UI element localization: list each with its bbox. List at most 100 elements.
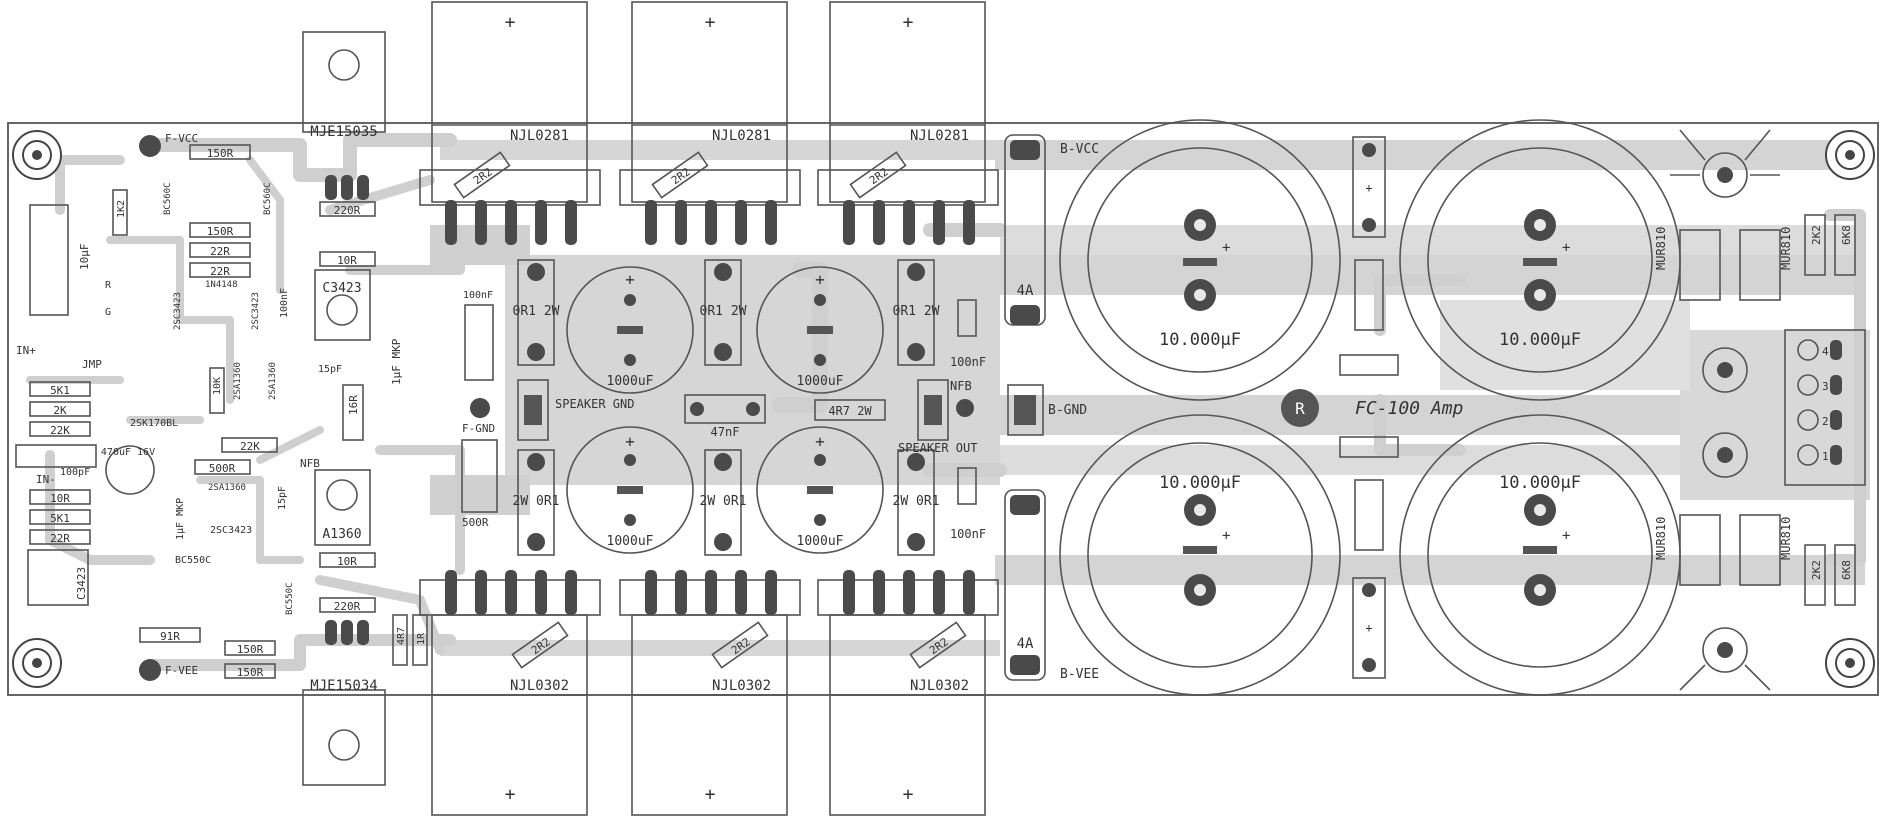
driver-transistors: MJE15035 MJE15034 bbox=[302, 31, 386, 786]
svg-text:22R: 22R bbox=[210, 265, 230, 278]
svg-text:22K: 22K bbox=[240, 440, 260, 453]
svg-text:100nF: 100nF bbox=[463, 290, 493, 301]
svg-text:+: + bbox=[505, 784, 516, 805]
svg-text:+: + bbox=[625, 432, 635, 451]
in-minus-label: IN- bbox=[36, 473, 56, 486]
fuses: 4A B-VCC 4A B-VEE B-GND bbox=[1004, 134, 1099, 682]
svg-text:10.000µF: 10.000µF bbox=[1499, 330, 1581, 350]
svg-text:470uF 16V: 470uF 16V bbox=[101, 447, 155, 458]
svg-text:150R: 150R bbox=[207, 147, 234, 160]
output-transistors-top: + NJL0281 + NJL0281 + NJL0281 bbox=[419, 1, 999, 245]
njl0281-3: + NJL0281 bbox=[817, 1, 999, 245]
svg-text:100nF: 100nF bbox=[950, 527, 986, 541]
svg-text:2W 0R1: 2W 0R1 bbox=[893, 494, 940, 509]
svg-text:10K: 10K bbox=[212, 377, 223, 395]
jmp-label: JMP bbox=[82, 358, 102, 371]
svg-text:4R7 2W: 4R7 2W bbox=[828, 404, 872, 418]
svg-text:6K8: 6K8 bbox=[1840, 225, 1853, 245]
svg-text:1000uF: 1000uF bbox=[797, 374, 844, 389]
svg-text:+: + bbox=[815, 432, 825, 451]
svg-text:BC550C: BC550C bbox=[175, 555, 211, 566]
svg-text:+: + bbox=[705, 12, 716, 33]
svg-text:0R1 2W: 0R1 2W bbox=[893, 304, 940, 319]
svg-text:100pF: 100pF bbox=[60, 467, 90, 478]
resistor-stack-mid: 22K 500R 10K 16R 91R 150R 150R 10R 220R … bbox=[112, 189, 428, 679]
svg-text:15pF: 15pF bbox=[318, 364, 342, 375]
f-vcc-label: F-VCC bbox=[165, 132, 198, 145]
svg-text:+: + bbox=[903, 784, 914, 805]
svg-text:15pF: 15pF bbox=[277, 486, 288, 510]
svg-text:2: 2 bbox=[1822, 415, 1829, 428]
njl0302-2: + NJL0302 bbox=[619, 570, 801, 816]
svg-text:1: 1 bbox=[1822, 450, 1829, 463]
brand-logo-icon bbox=[1281, 389, 1319, 427]
svg-text:+: + bbox=[505, 12, 516, 33]
mounting-holes bbox=[12, 130, 1875, 688]
resistor-stack-left: 5K1 2K 22K 10R 5K1 22R bbox=[29, 381, 91, 545]
mje15035-label: MJE15035 bbox=[310, 124, 377, 140]
input-stage: C3423 A1360 150R 150R 22R 22R 220R 10R 5… bbox=[15, 132, 498, 681]
njl0281-1-label: NJL0281 bbox=[510, 128, 569, 144]
svg-text:+: + bbox=[1562, 528, 1570, 544]
svg-text:2SA1360: 2SA1360 bbox=[233, 362, 243, 400]
svg-text:MUR810: MUR810 bbox=[1779, 517, 1793, 560]
svg-text:16R: 16R bbox=[347, 395, 360, 415]
njl0302-1-label: NJL0302 bbox=[510, 678, 569, 694]
svg-text:MUR810: MUR810 bbox=[1654, 227, 1668, 270]
in-plus-label: IN+ bbox=[16, 344, 36, 357]
svg-text:BC560C: BC560C bbox=[263, 182, 273, 215]
output-transistors-bottom: + NJL0302 + NJL0302 + NJL0302 bbox=[419, 570, 999, 816]
svg-text:+: + bbox=[1222, 240, 1230, 256]
trim-label: 500R bbox=[462, 516, 489, 529]
svg-text:+: + bbox=[815, 270, 825, 289]
svg-text:47nF: 47nF bbox=[711, 425, 740, 439]
svg-text:1K2: 1K2 bbox=[116, 200, 127, 218]
svg-text:10R: 10R bbox=[50, 492, 70, 505]
svg-text:2K2: 2K2 bbox=[1810, 560, 1823, 580]
svg-text:A1360: A1360 bbox=[322, 527, 361, 542]
svg-text:91R: 91R bbox=[160, 630, 180, 643]
mid-capacitors: + 1000uF + 1000uF + 1000uF + 1000uF bbox=[566, 266, 884, 554]
svg-text:10.000µF: 10.000µF bbox=[1499, 473, 1581, 493]
svg-text:R: R bbox=[1295, 399, 1305, 418]
svg-text:2W 0R1: 2W 0R1 bbox=[700, 494, 747, 509]
svg-text:C3423: C3423 bbox=[322, 281, 361, 296]
svg-text:2SK170BL: 2SK170BL bbox=[130, 418, 178, 429]
svg-text:2K: 2K bbox=[53, 404, 67, 417]
b-vee-label: B-VEE bbox=[1060, 667, 1099, 682]
svg-text:500R: 500R bbox=[209, 462, 236, 475]
svg-text:6K8: 6K8 bbox=[1840, 560, 1853, 580]
svg-text:10.000µF: 10.000µF bbox=[1159, 330, 1241, 350]
njl0302-3-label: NJL0302 bbox=[910, 678, 969, 694]
njl0281-2: + NJL0281 bbox=[619, 1, 801, 245]
rectifier-section: MUR810 MUR810 MUR810 MUR810 2K2 6K8 2K2 … bbox=[1654, 129, 1866, 691]
speaker-out-label: SPEAKER OUT bbox=[898, 441, 977, 455]
svg-text:22R: 22R bbox=[210, 245, 230, 258]
heatsink-bottom-icon bbox=[1679, 627, 1771, 691]
svg-text:10R: 10R bbox=[337, 555, 357, 568]
svg-text:5K1: 5K1 bbox=[50, 384, 70, 397]
svg-text:220R: 220R bbox=[334, 600, 361, 613]
svg-text:BC560C: BC560C bbox=[163, 182, 173, 215]
svg-text:100nF: 100nF bbox=[279, 288, 290, 318]
svg-text:22K: 22K bbox=[50, 424, 70, 437]
svg-text:150R: 150R bbox=[237, 643, 264, 656]
b-vcc-label: B-VCC bbox=[1060, 142, 1099, 157]
center-parts: 47nF 4R7 2W SPEAKER GND NFB SPEAKER OUT … bbox=[517, 299, 986, 541]
nfb-label: NFB bbox=[300, 457, 320, 470]
f-vee-label: F-VEE bbox=[165, 664, 198, 677]
svg-text:0R1 2W: 0R1 2W bbox=[513, 304, 560, 319]
mje15034-label: MJE15034 bbox=[310, 678, 377, 694]
f-gnd-label: F-GND bbox=[462, 422, 495, 435]
svg-text:4R7: 4R7 bbox=[396, 627, 407, 645]
svg-text:+: + bbox=[1365, 181, 1372, 195]
svg-text:3: 3 bbox=[1822, 380, 1829, 393]
svg-text:0R1 2W: 0R1 2W bbox=[700, 304, 747, 319]
svg-text:+: + bbox=[903, 12, 914, 33]
svg-text:MUR810: MUR810 bbox=[1654, 517, 1668, 560]
svg-text:1R: 1R bbox=[416, 632, 427, 645]
svg-text:BC550C: BC550C bbox=[285, 582, 295, 615]
svg-text:4A: 4A bbox=[1017, 283, 1034, 299]
njl0281-2-label: NJL0281 bbox=[712, 128, 771, 144]
svg-text:+: + bbox=[625, 270, 635, 289]
